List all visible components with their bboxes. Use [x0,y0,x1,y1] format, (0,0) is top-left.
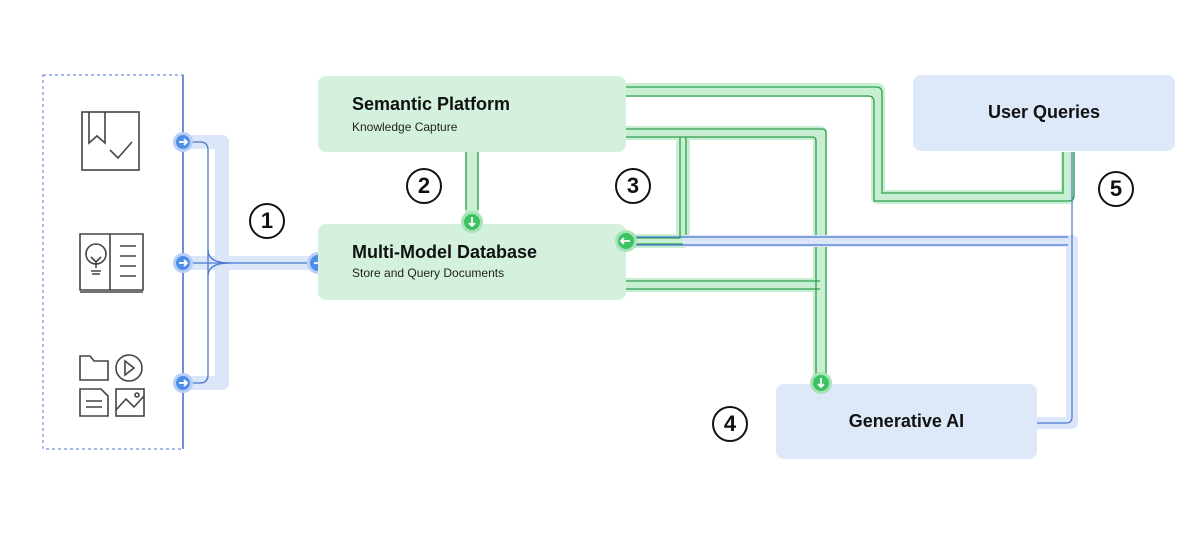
source-node-3 [173,373,193,393]
user-queries-box: User Queries [913,75,1175,151]
step-1-badge: 1 [249,203,285,239]
step-4-badge: 4 [712,406,748,442]
open-book-lightbulb-icon [79,233,144,293]
multi-model-database-subtitle: Store and Query Documents [352,266,505,280]
checklist-document-icon [81,111,140,171]
database-right-node [615,230,637,252]
generative-ai-box: Generative AI [776,384,1037,459]
step-5-badge: 5 [1098,171,1134,207]
user-queries-title: User Queries [987,102,1101,122]
step-2-badge: 2 [406,168,442,204]
mixed-media-files-icon [79,354,145,417]
source-node-2 [173,253,193,273]
semantic-platform-title: Semantic Platform [352,94,511,114]
semantic-platform-box: Semantic Platform Knowledge Capture [318,76,626,152]
multi-model-database-title: Multi-Model Database [352,242,538,262]
step-3-badge: 3 [615,168,651,204]
generative-ai-top-node [810,372,832,394]
semantic-platform-subtitle: Knowledge Capture [352,120,458,134]
database-top-node [461,211,483,233]
multi-model-database-box: Multi-Model Database Store and Query Doc… [318,224,626,300]
query-connectors [626,152,1078,429]
source-node-1 [173,132,193,152]
green-connectors [465,83,1075,383]
generative-ai-title: Generative AI [848,411,965,431]
